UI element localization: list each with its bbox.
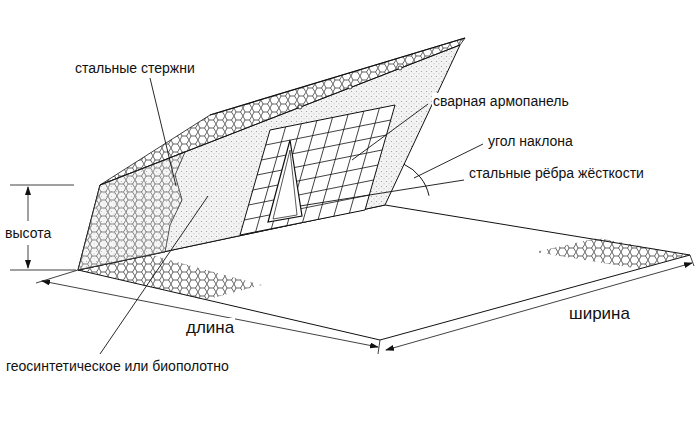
part-label: стальные рёбра жёсткости	[468, 165, 645, 181]
part-label: сварная армопанель	[432, 93, 570, 109]
dimension-label: ширина	[568, 304, 631, 324]
part-label: стальные стержни	[74, 60, 196, 76]
part-label: геосинтетическое или биополотно	[5, 358, 230, 374]
dimension-label: длина	[185, 318, 235, 338]
dimension-label: высота	[4, 225, 52, 241]
part-label: угол наклона	[487, 133, 574, 149]
